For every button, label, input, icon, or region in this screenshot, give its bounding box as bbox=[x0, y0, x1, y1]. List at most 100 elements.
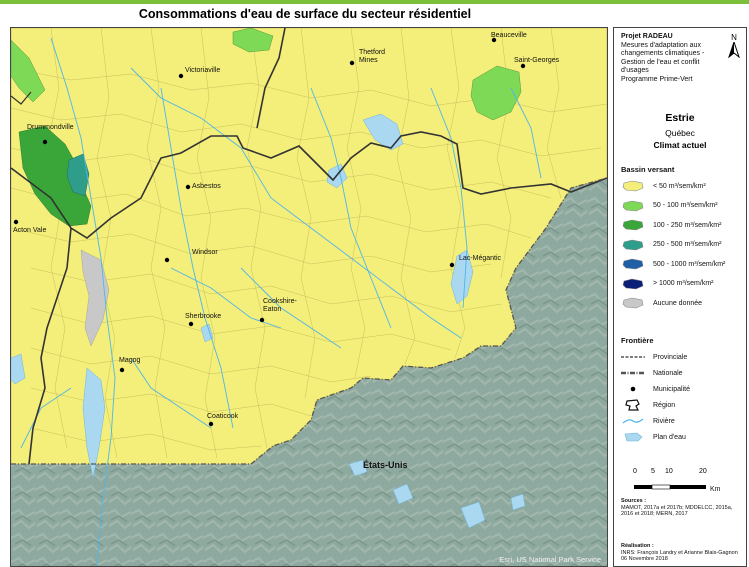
legend-riviere: Rivière bbox=[621, 414, 675, 428]
rivers bbox=[20, 37, 542, 566]
provinciale-label: Provinciale bbox=[653, 353, 688, 361]
label-coaticook: Coaticook bbox=[207, 413, 239, 420]
frontiere-title: Frontière bbox=[621, 336, 654, 345]
legend-class-label: > 1000 m³/sem/km² bbox=[653, 280, 714, 287]
project-line: d'usages bbox=[621, 67, 649, 75]
scale-label: 10 bbox=[665, 468, 673, 475]
legend-class-swatch bbox=[621, 200, 645, 212]
scale-label: 5 bbox=[651, 468, 655, 475]
legend-panel: Projet RADEAU Mesures d'adaptation aux c… bbox=[613, 27, 747, 567]
riviere-label: Rivière bbox=[653, 417, 675, 425]
north-arrow: N bbox=[726, 33, 742, 60]
town-dot-thetford bbox=[349, 60, 355, 66]
scale-labels: 0 5 10 20 bbox=[621, 468, 741, 478]
sources-block: Sources : MAMOT, 2017a et 2017b; MDDELCC… bbox=[621, 498, 743, 518]
scale-bar: Km bbox=[634, 479, 740, 497]
bassin-versant-title: Bassin versant bbox=[621, 165, 675, 174]
region-symbol bbox=[621, 399, 645, 411]
town-dot-cookshire bbox=[259, 317, 265, 323]
legend-class-row: Aucune donnée bbox=[621, 296, 702, 310]
scale-unit: Km bbox=[710, 486, 721, 492]
legend-class-swatch bbox=[621, 258, 645, 270]
label-etats-unis: États-Unis bbox=[363, 460, 408, 470]
riviere-symbol bbox=[621, 415, 645, 427]
label-thetford: Thetford Mines bbox=[359, 49, 387, 64]
legend-class-label: 500 - 1000 m³/sem/km² bbox=[653, 260, 726, 268]
legend-class-row: > 1000 m³/sem/km² bbox=[621, 277, 714, 291]
legend-class-row: < 50 m³/sem/km² bbox=[621, 179, 706, 193]
legend-class-label: Aucune donnée bbox=[653, 299, 703, 307]
scale-label: 20 bbox=[699, 468, 707, 475]
no-data-area bbox=[80, 249, 110, 347]
plan-deau-label: Plan d'eau bbox=[653, 433, 686, 441]
project-line: changements climatiques - bbox=[621, 50, 705, 58]
municipalite-label: Municipalité bbox=[653, 385, 690, 393]
realisation-block: Réalisation : INRS: François Landry et A… bbox=[621, 543, 743, 563]
region-label: Région bbox=[653, 401, 676, 409]
national-border bbox=[11, 177, 607, 465]
region-title: Estrie bbox=[665, 112, 695, 124]
provinciale-symbol bbox=[621, 351, 645, 363]
legend-provinciale: Provinciale bbox=[621, 350, 687, 364]
province-title: Québec bbox=[665, 128, 695, 138]
project-line: Gestion de l'eau et conflit bbox=[621, 58, 700, 66]
legend-class-label: 100 - 250 m³/sem/km² bbox=[653, 221, 722, 229]
green-area-nw bbox=[11, 39, 46, 103]
nationale-symbol bbox=[621, 367, 645, 379]
town-dot-magog bbox=[119, 367, 125, 373]
legend-class-swatch bbox=[621, 219, 645, 231]
project-line: Mesures d'adaptation aux bbox=[621, 41, 701, 49]
label-sherbrooke: Sherbrooke bbox=[185, 313, 221, 320]
plan-deau-symbol bbox=[621, 431, 645, 443]
green-area-beauce bbox=[470, 65, 522, 121]
town-dot-asbestos bbox=[185, 184, 191, 190]
town-dot-beauceville bbox=[491, 37, 497, 43]
town-dot-lac-megantic bbox=[449, 262, 455, 268]
legend-class-label: < 50 m³/sem/km² bbox=[653, 182, 706, 190]
label-asbestos: Asbestos bbox=[192, 183, 221, 190]
municipalite-symbol bbox=[621, 383, 645, 395]
climate-title: Climat actuel bbox=[653, 140, 707, 150]
region-boundary bbox=[11, 131, 607, 239]
green-area-north bbox=[232, 28, 274, 53]
legend-class-row: 500 - 1000 m³/sem/km² bbox=[621, 257, 725, 271]
scale-label: 0 bbox=[633, 468, 637, 475]
project-title: Projet RADEAU bbox=[621, 33, 673, 40]
teal-area bbox=[66, 153, 90, 197]
region-boundary-nw bbox=[11, 91, 32, 105]
town-dot-coaticook bbox=[208, 421, 214, 427]
green-area-drummondville bbox=[18, 125, 92, 227]
label-saint-georges: Saint-Georges bbox=[514, 57, 560, 64]
legend-plan-deau: Plan d'eau bbox=[621, 430, 686, 444]
legend-class-row: 100 - 250 m³/sem/km² bbox=[621, 218, 721, 232]
legend-region: Région bbox=[621, 398, 675, 412]
town-dot-saint-georges bbox=[520, 63, 526, 69]
north-arrow-icon bbox=[727, 40, 741, 59]
map-frame[interactable]: Victoriaville Thetford Mines Beauceville… bbox=[10, 27, 608, 567]
sources-text: MAMOT, 2017a et 2017b; MDDELCC, 2015a, 2… bbox=[621, 504, 733, 518]
header-accent-bar bbox=[0, 0, 749, 4]
label-victoriaville: Victoriaville bbox=[185, 67, 220, 74]
map-credit: Esri, US National Park Service bbox=[499, 555, 601, 564]
town-dot-acton bbox=[13, 219, 19, 225]
label-beauceville: Beauceville bbox=[491, 32, 527, 39]
realisation-text: INRS: François Landry et Arianne Blais-G… bbox=[621, 549, 738, 556]
legend-class-row: 250 - 500 m³/sem/km² bbox=[621, 238, 721, 252]
sources-title: Sources : bbox=[621, 498, 647, 504]
town-markers bbox=[13, 37, 526, 427]
town-dot-sherbrooke bbox=[188, 321, 194, 327]
town-dot-victoriaville bbox=[178, 73, 184, 79]
label-drummondville: Drummondville bbox=[27, 124, 74, 131]
region-boundary-north bbox=[256, 28, 286, 129]
map-canvas[interactable]: Victoriaville Thetford Mines Beauceville… bbox=[11, 28, 607, 566]
label-windsor: Windsor bbox=[192, 249, 218, 256]
legend-class-swatch bbox=[621, 278, 645, 290]
label-lac-megantic: Lac-Mégantic bbox=[459, 255, 502, 262]
town-dot-windsor bbox=[164, 257, 170, 263]
label-magog: Magog bbox=[119, 357, 141, 364]
legend-class-label: 250 - 500 m³/sem/km² bbox=[653, 241, 722, 248]
region-boundary-west bbox=[28, 227, 72, 465]
watershed-boundaries bbox=[11, 28, 607, 459]
realisation-title: Réalisation : bbox=[621, 543, 654, 549]
north-letter: N bbox=[731, 33, 737, 42]
